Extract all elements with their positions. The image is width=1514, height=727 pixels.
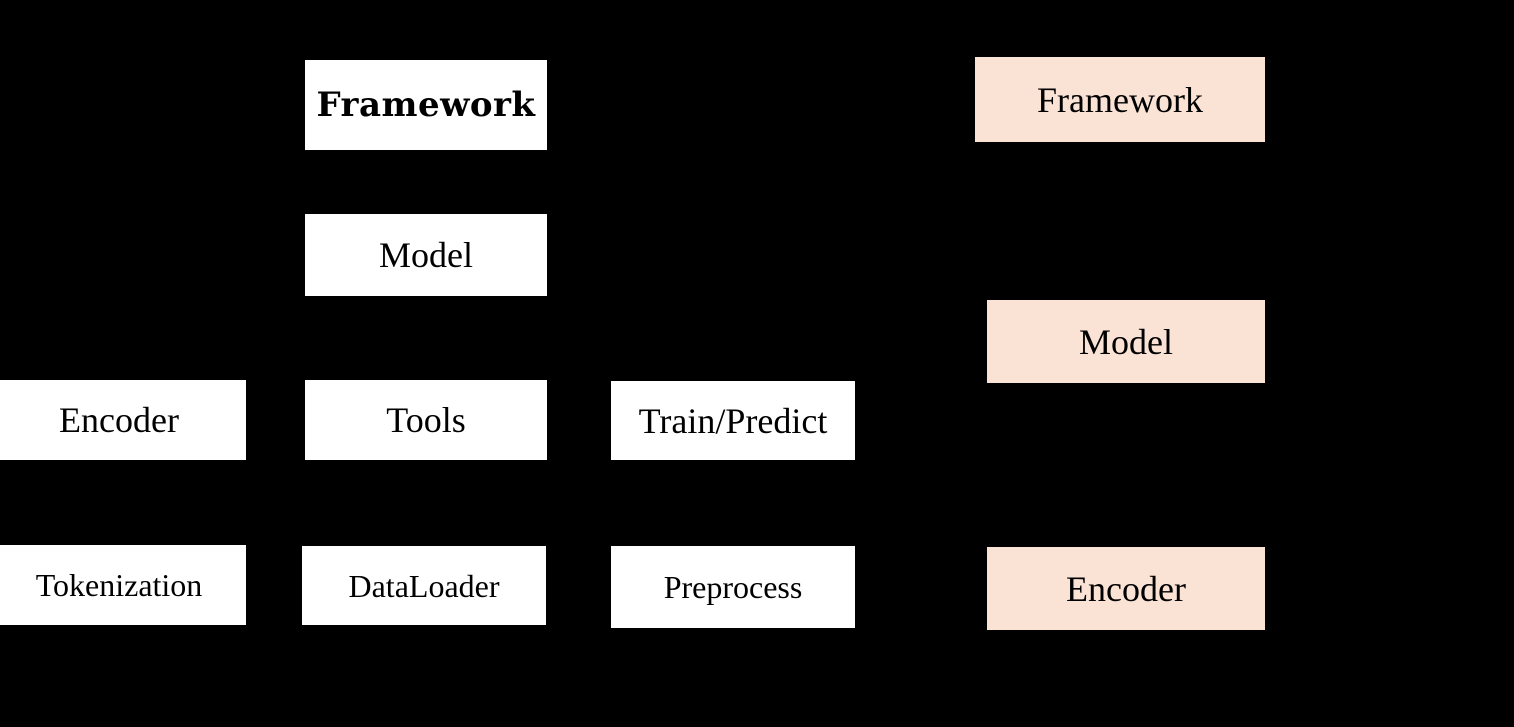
node-right-framework: Framework — [975, 57, 1265, 142]
node-left-preprocess: Preprocess — [611, 546, 855, 628]
node-label-right-encoder: Encoder — [1066, 568, 1186, 609]
node-right-model: Model — [987, 300, 1265, 383]
node-left-model: Model — [305, 214, 547, 296]
node-label-right-model: Model — [1079, 321, 1173, 362]
node-label-left-encoder: Encoder — [59, 400, 179, 440]
node-left-tokenization: Tokenization — [0, 545, 246, 625]
node-left-dataloader: DataLoader — [302, 546, 546, 625]
node-right-encoder: Encoder — [987, 547, 1265, 630]
node-label-left-train-predict: Train/Predict — [638, 400, 828, 441]
node-left-tools: Tools — [305, 380, 547, 460]
node-label-left-tokenization: Tokenization — [35, 567, 203, 603]
node-left-train-predict: Train/Predict — [611, 381, 855, 460]
node-label-left-dataloader: DataLoader — [348, 567, 500, 604]
node-left-framework: Framework — [305, 60, 547, 150]
node-label-left-preprocess: Preprocess — [663, 569, 803, 605]
node-label-left-framework: Framework — [316, 85, 536, 125]
node-label-right-framework: Framework — [1037, 79, 1203, 120]
node-label-left-model: Model — [379, 235, 473, 275]
node-left-encoder: Encoder — [0, 380, 246, 460]
node-label-left-tools: Tools — [386, 400, 466, 440]
